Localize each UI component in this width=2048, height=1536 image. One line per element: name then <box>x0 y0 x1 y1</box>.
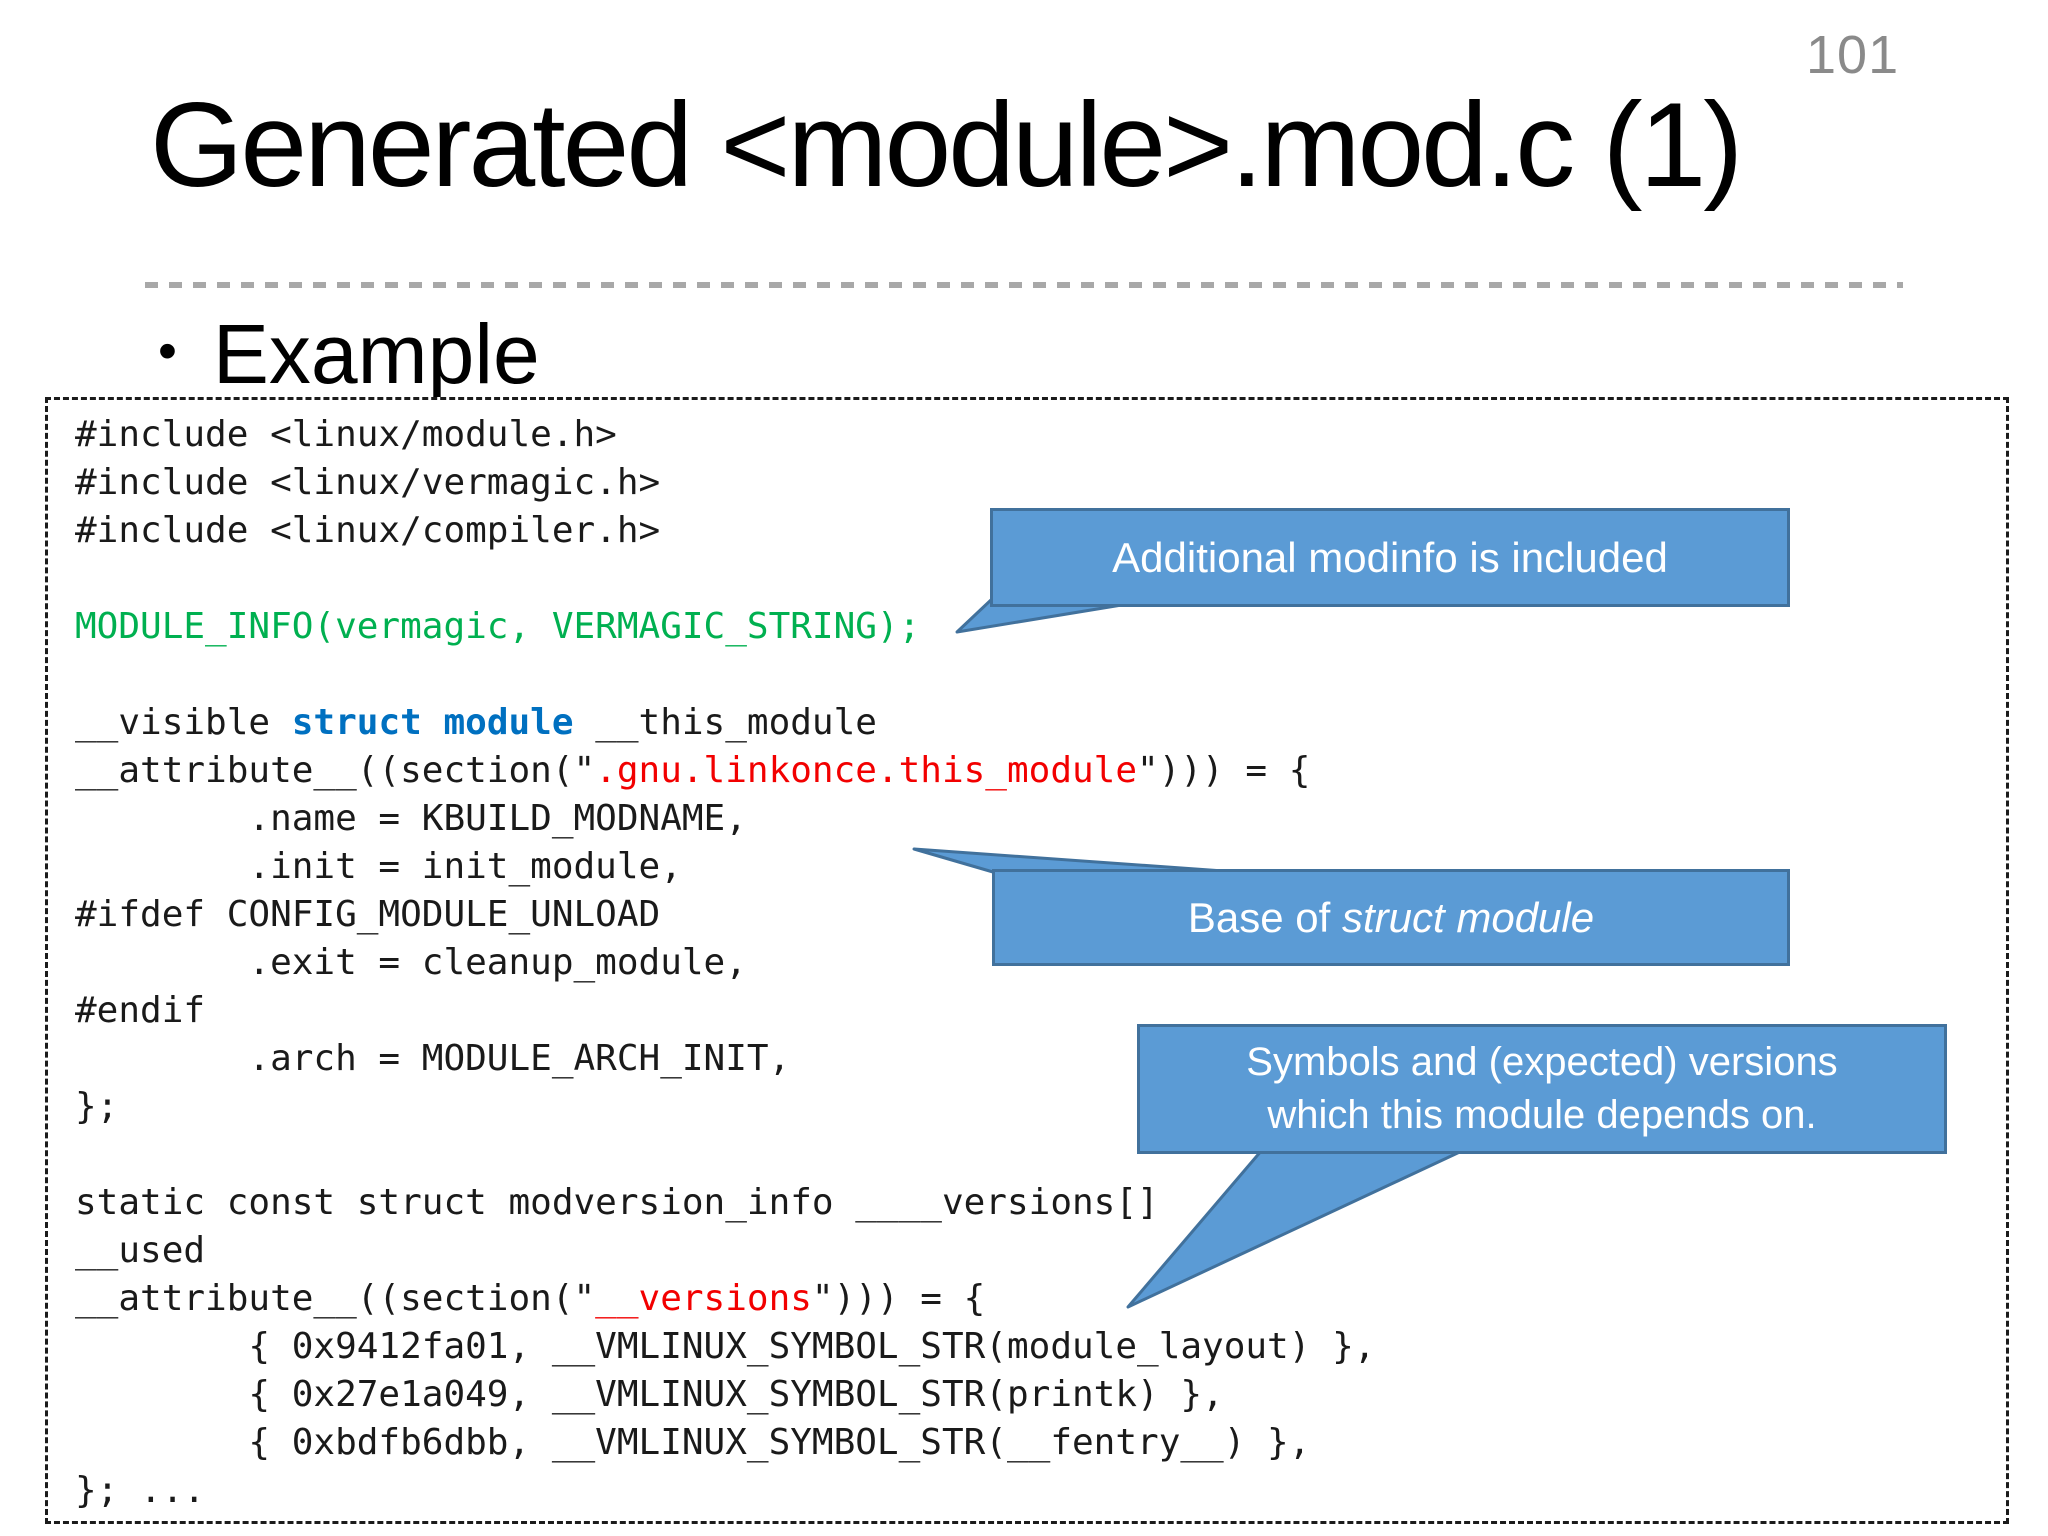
callout-base: Base of struct module <box>992 869 1790 966</box>
code-segment-default: #endif <box>75 990 206 1031</box>
code-line: { 0x9412fa01, __VMLINUX_SYMBOL_STR(modul… <box>75 1323 2006 1371</box>
code-line: static const struct modversion_info ____… <box>75 1179 2006 1227</box>
code-segment-default: "))) = { <box>811 1278 986 1319</box>
code-line: .arch = MODULE_ARCH_INIT, <box>75 1035 2006 1083</box>
slide-title: Generated <module>.mod.c (1) <box>150 78 1743 212</box>
page-number: 101 <box>1806 25 1900 85</box>
code-segment-default: which this module depends on. <box>1267 1093 1817 1137</box>
code-segment-default: }; ... <box>75 1470 206 1511</box>
code-segment-default: }; <box>75 1086 119 1127</box>
code-line: #include <linux/vermagic.h> <box>75 459 2006 507</box>
callout-base-text: Base of struct module <box>1188 893 1594 943</box>
code-segment-blue-bold: struct module <box>291 702 574 743</box>
code-line: #ifdef CONFIG_MODULE_UNLOAD <box>75 891 2006 939</box>
bullet-dot: • <box>158 320 177 381</box>
code-segment-default: __visible <box>75 702 292 743</box>
code-segment-default: { 0x27e1a049, __VMLINUX_SYMBOL_STR(print… <box>75 1374 1224 1415</box>
code-segment-default: Symbols and (expected) versions <box>1246 1040 1838 1084</box>
code-segment-default: static const struct modversion_info ____… <box>75 1182 1159 1223</box>
code-segment-default: "))) = { <box>1137 750 1311 791</box>
code-line: __visible struct module __this_module <box>75 699 2006 747</box>
code-line: { 0xbdfb6dbb, __VMLINUX_SYMBOL_STR(__fen… <box>75 1419 2006 1467</box>
code-segment-default: __attribute__((section(" <box>75 1278 596 1319</box>
code-segment-default: #ifdef CONFIG_MODULE_UNLOAD <box>75 894 661 935</box>
code-segment-default: __attribute__((section(" <box>75 750 596 791</box>
callout-symbols-tail <box>1126 1148 1466 1309</box>
code-line: .exit = cleanup_module, <box>75 939 2006 987</box>
code-line: #include <linux/compiler.h> <box>75 507 2006 555</box>
code-segment-green: MODULE_INFO(vermagic, VERMAGIC_STRING); <box>75 606 921 647</box>
code-segment-red: __versions <box>595 1278 812 1319</box>
code-segment-default: { 0x9412fa01, __VMLINUX_SYMBOL_STR(modul… <box>75 1326 1376 1367</box>
bullet-label: Example <box>212 307 540 401</box>
code-segment-default: #include <linux/compiler.h> <box>75 510 661 551</box>
title-separator-dashed-line <box>145 282 1903 288</box>
code-line: __used <box>75 1227 2006 1275</box>
code-line: __attribute__((section("__versions"))) =… <box>75 1275 2006 1323</box>
code-segment-red: .gnu.linkonce.this_module <box>595 750 1138 791</box>
code-line: }; ... <box>75 1467 2006 1515</box>
code-line: .init = init_module, <box>75 843 2006 891</box>
code-line: { 0x27e1a049, __VMLINUX_SYMBOL_STR(print… <box>75 1371 2006 1419</box>
code-line: #endif <box>75 987 2006 1035</box>
code-segment-default: __this_module <box>573 702 877 743</box>
code-line: __attribute__((section(".gnu.linkonce.th… <box>75 747 2006 795</box>
code-segment-default: #include <linux/module.h> <box>75 414 617 455</box>
code-segment-italic: struct module <box>1342 893 1595 941</box>
code-segment-default: Base of <box>1187 893 1342 941</box>
callout-symbols-text: which this module depends on. <box>1267 1089 1816 1142</box>
callout-modinfo-text: Additional modinfo is included <box>1112 533 1668 583</box>
code-segment-default: .arch = MODULE_ARCH_INIT, <box>75 1038 791 1079</box>
code-segment-default: __used <box>75 1230 206 1271</box>
code-line: .name = KBUILD_MODNAME, <box>75 795 2006 843</box>
callout-symbols: Symbols and (expected) versions which thi… <box>1137 1024 1947 1154</box>
code-segment-default: { 0xbdfb6dbb, __VMLINUX_SYMBOL_STR(__fen… <box>75 1422 1311 1463</box>
code-segment-default: .name = KBUILD_MODNAME, <box>75 798 747 839</box>
code-line: #include <linux/module.h> <box>75 411 2006 459</box>
code-line: MODULE_INFO(vermagic, VERMAGIC_STRING); <box>75 603 2006 651</box>
callout-symbols-text: Symbols and (expected) versions <box>1246 1036 1837 1089</box>
code-segment-default: #include <linux/vermagic.h> <box>75 462 661 503</box>
code-line: }; <box>75 1083 2006 1131</box>
bullet-item: • Example <box>158 306 540 403</box>
code-segment-default: .exit = cleanup_module, <box>75 942 747 983</box>
callout-modinfo: Additional modinfo is included <box>990 508 1790 607</box>
code-segment-default: Additional modinfo is included <box>1112 533 1668 581</box>
code-segment-default: .init = init_module, <box>75 846 682 887</box>
